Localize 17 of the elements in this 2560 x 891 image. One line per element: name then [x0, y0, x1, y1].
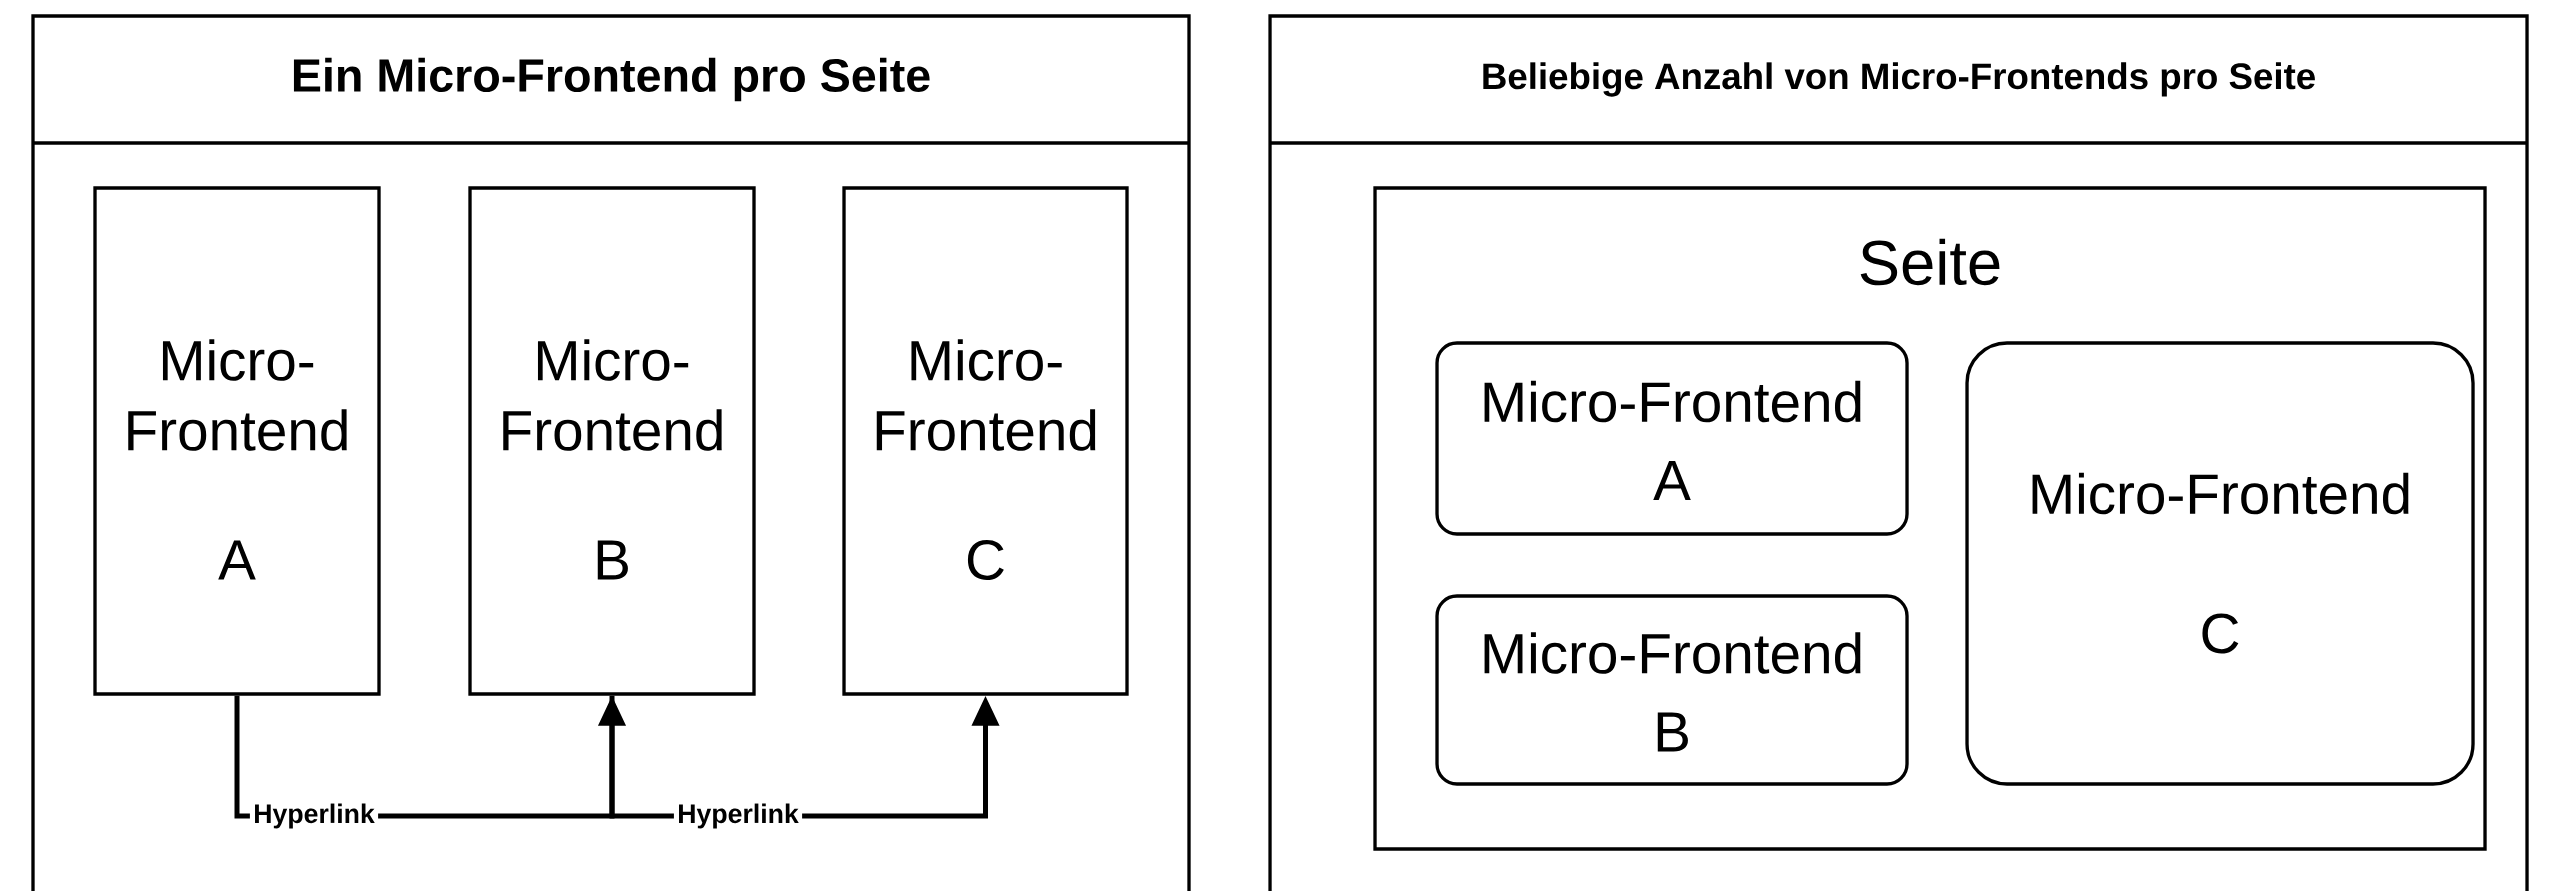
edge-label: Hyperlink	[679, 803, 799, 829]
box-label: Micro-Frontend	[1484, 380, 1861, 423]
box-label: C	[967, 539, 1004, 581]
box-label: Micro-Frontend	[128, 339, 347, 451]
box-label: B	[597, 540, 628, 580]
box-label: C	[2202, 613, 2239, 654]
box-label: A	[218, 540, 256, 580]
page-title: Seite	[1860, 238, 2000, 286]
edge-label: Hyperlink	[255, 803, 375, 829]
box-label: A	[1653, 461, 1691, 500]
panel-title: Ein Micro-Frontend pro Seite	[293, 57, 930, 102]
panel-title: Beliebige Anzahl von Micro-Frontends pro Seite	[1483, 62, 2315, 97]
box-label: Micro-Frontend	[2032, 472, 2409, 515]
box-label: Micro-Frontend	[503, 339, 722, 451]
box-label: B	[1657, 712, 1688, 752]
box-label: Micro-Frontend	[876, 339, 1096, 451]
box-label: Micro-Frontend	[1484, 632, 1861, 674]
